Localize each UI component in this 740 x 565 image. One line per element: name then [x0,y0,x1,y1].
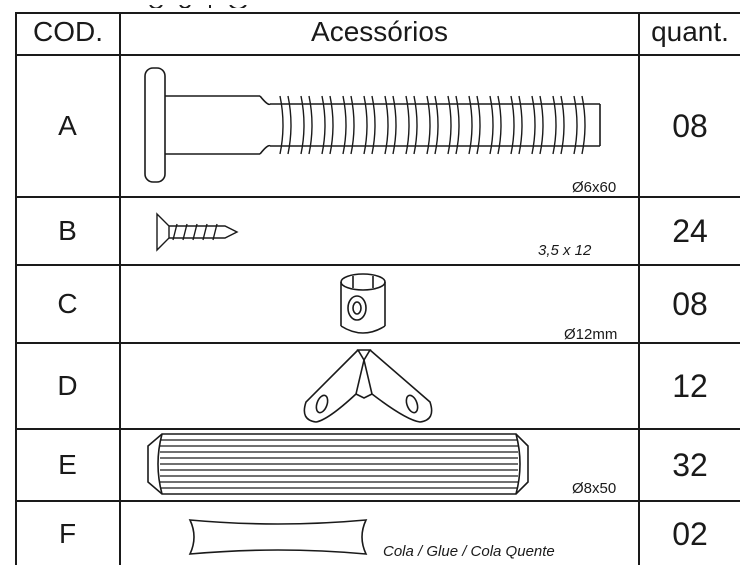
table-border-top [15,12,740,14]
row-c-quantity: 08 [672,286,708,322]
row-a-quantity: 08 [672,108,708,144]
clipped-heading-fragment [140,0,280,8]
row-b-quantity: 24 [672,213,708,249]
row-d-quantity: 12 [672,368,708,404]
row-divider [15,264,740,266]
row-divider [15,500,740,502]
screw-icon [156,212,239,252]
dowel-icon [147,433,529,495]
angle-bracket-icon [303,349,433,423]
row-divider [15,342,740,344]
row-c-code: C [57,288,78,319]
header-accessories: Acessórios [311,16,448,47]
header-quantity: quant. [651,16,729,47]
row-b-code: B [58,215,77,246]
row-e-quantity: 32 [672,447,708,483]
row-e-spec: Ø8x50 [572,480,617,497]
cam-nut-icon [340,273,386,334]
row-a-code: A [58,110,77,141]
row-divider [15,196,740,198]
row-f-code: F [58,517,77,549]
row-b-spec: 3,5 x 12 [538,242,592,259]
row-d-code: D [57,370,78,401]
column-divider [119,12,121,565]
row-c-spec: Ø12mm [564,326,618,343]
row-e-code: E [58,449,77,480]
row-divider [15,54,740,56]
row-f-quantity: 02 [672,515,708,552]
header-code: COD. [33,16,103,47]
table-border-left [15,12,17,565]
glue-stick-icon [188,519,368,555]
row-a-spec: Ø6x60 [572,179,617,196]
row-f-spec: Cola / Glue / Cola Quente [383,543,555,560]
column-divider [638,12,640,565]
row-divider [15,428,740,430]
bolt-icon [144,67,601,183]
